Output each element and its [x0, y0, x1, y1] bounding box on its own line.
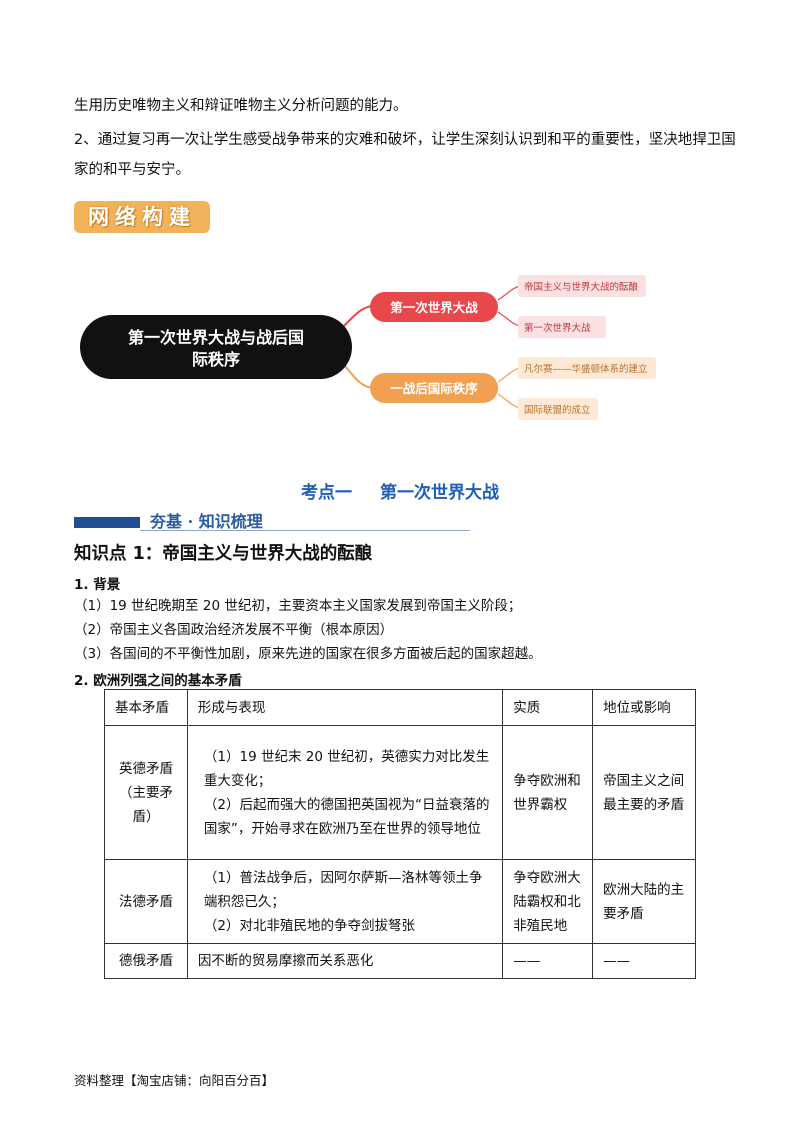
subhead-underline: [140, 530, 470, 531]
leaf-2-2: [518, 398, 598, 420]
header-cell: 基本矛盾: [104, 689, 188, 726]
leaf-1-1: [518, 275, 646, 297]
connector-b2-leaf1: [497, 367, 521, 383]
intro-line-1: 生用历史唯物主义和辩证唯物主义分析问题的能力。: [74, 98, 408, 114]
row-essence-cell: 争夺欧洲大陆霸权和北非殖民地: [502, 859, 594, 944]
knowledge-point-title: 知识点 1：帝国主义与世界大战的酝酿: [74, 544, 373, 564]
row-name-cell: 英德矛盾（主要矛盾）: [104, 725, 188, 860]
row-description-cell: （1）19 世纪末 20 世纪初，英德实力对比发生重大变化； （2）后起而强大的…: [186, 725, 504, 860]
table-row: 英德矛盾（主要矛盾） （1）19 世纪末 20 世纪初，英德实力对比发生重大变化…: [104, 725, 696, 860]
leaf-2-1-label: 凡尔赛——华盛顿体系的建立: [524, 363, 648, 375]
branch-2-label: 一战后国际秩序: [390, 381, 478, 396]
intro-line-2a: 2、通过复习再一次让学生感受战争带来的灾难和破坏，让学生深刻认识到和平的重要性，…: [74, 132, 736, 148]
root-label-line2: 际秩序: [192, 350, 240, 369]
description-line: （1）普法战争后，因阿尔萨斯—洛林等领土争端积怨已久；: [203, 869, 483, 910]
connector-b1-leaf2: [497, 311, 521, 327]
badge-background: [74, 201, 210, 233]
row-description-cell: （1）普法战争后，因阿尔萨斯—洛林等领土争端积怨已久； （2）对北非殖民地的争夺…: [186, 859, 504, 944]
background-item-1: （1）19 世纪晚期至 20 世纪初，主要资本主义国家发展到帝国主义阶段；: [74, 598, 522, 614]
description-line: （2）对北非殖民地的争夺剑拔弩张: [203, 917, 415, 934]
row-essence-cell: ——: [502, 943, 594, 979]
leaf-1-2-label: 第一次世界大战: [524, 322, 591, 334]
network-badge: 网络构建: [74, 197, 210, 237]
connector-root-branch1: [339, 305, 373, 331]
description-line: （2）后起而强大的德国把英国视为“日益衰落的国家”，开始寻求在欧洲乃至在世界的领…: [203, 796, 490, 837]
row-essence-cell: 争夺欧洲和世界霸权: [502, 725, 594, 860]
branch-1-label: 第一次世界大战: [390, 300, 478, 315]
row-impact-cell: ——: [592, 943, 696, 979]
section-name: 第一次世界大战: [380, 483, 499, 503]
background-item-2: （2）帝国主义各国政治经济发展不平衡（根本原因）: [74, 622, 394, 638]
subhead-bar: [74, 517, 140, 528]
branch-1-node: [370, 292, 498, 322]
contradictions-table: 基本矛盾 形成与表现 实质 地位或影响 英德矛盾（主要矛盾） （1）19 世纪末…: [104, 689, 696, 979]
header-cell: 实质: [502, 689, 594, 726]
background-heading: 1. 背景: [74, 577, 121, 593]
leaf-1-2: [518, 316, 606, 338]
subhead-label: 夯基 · 知识梳理: [150, 512, 263, 531]
row-impact-cell: 帝国主义之间最主要的矛盾: [592, 725, 696, 860]
row-description-cell: 因不断的贸易摩擦而关系恶化: [186, 943, 504, 979]
intro-line-2b: 家的和平与安宁。: [74, 162, 190, 178]
leaf-2-1: [518, 357, 656, 379]
header-cell: 地位或影响: [592, 689, 696, 726]
description-line: （1）19 世纪末 20 世纪初，英德实力对比发生重大变化；: [203, 748, 490, 789]
mind-map: 第一次世界大战与战后国 际秩序 第一次世界大战 一战后国际秩序 帝国主义与世界大…: [80, 275, 656, 420]
branch-2-node: [370, 373, 498, 403]
connector-b2-leaf2: [497, 393, 521, 409]
row-impact-cell: 欧洲大陆的主要矛盾: [592, 859, 696, 944]
leaf-1-1-label: 帝国主义与世界大战的酝酿: [524, 281, 639, 293]
footer-note: 资料整理【淘宝店铺：向阳百分百】: [74, 1073, 275, 1088]
root-node: [80, 315, 352, 379]
background-item-3: （3）各国间的不平衡性加剧，原来先进的国家在很多方面被后起的国家超越。: [74, 646, 542, 662]
section-label: 考点一: [301, 483, 352, 503]
row-name-cell: 德俄矛盾: [104, 943, 188, 979]
subhead-banner: 夯基 · 知识梳理: [74, 508, 470, 532]
row-name-cell: 法德矛盾: [104, 859, 188, 944]
badge-label: 网络构建: [88, 205, 196, 229]
table-row: 德俄矛盾 因不断的贸易摩擦而关系恶化 —— ——: [104, 943, 696, 979]
table-row: 法德矛盾 （1）普法战争后，因阿尔萨斯—洛林等领土争端积怨已久； （2）对北非殖…: [104, 859, 696, 944]
header-cell: 形成与表现: [186, 689, 504, 726]
root-label-line1: 第一次世界大战与战后国: [128, 328, 304, 347]
connector-b1-leaf1: [497, 285, 521, 301]
leaf-2-2-label: 国际联盟的成立: [524, 404, 591, 416]
table-header-row: 基本矛盾 形成与表现 实质 地位或影响: [104, 689, 696, 726]
section-title: 考点一 第一次世界大战: [0, 478, 800, 503]
contradictions-heading: 2. 欧洲列强之间的基本矛盾: [74, 673, 242, 689]
